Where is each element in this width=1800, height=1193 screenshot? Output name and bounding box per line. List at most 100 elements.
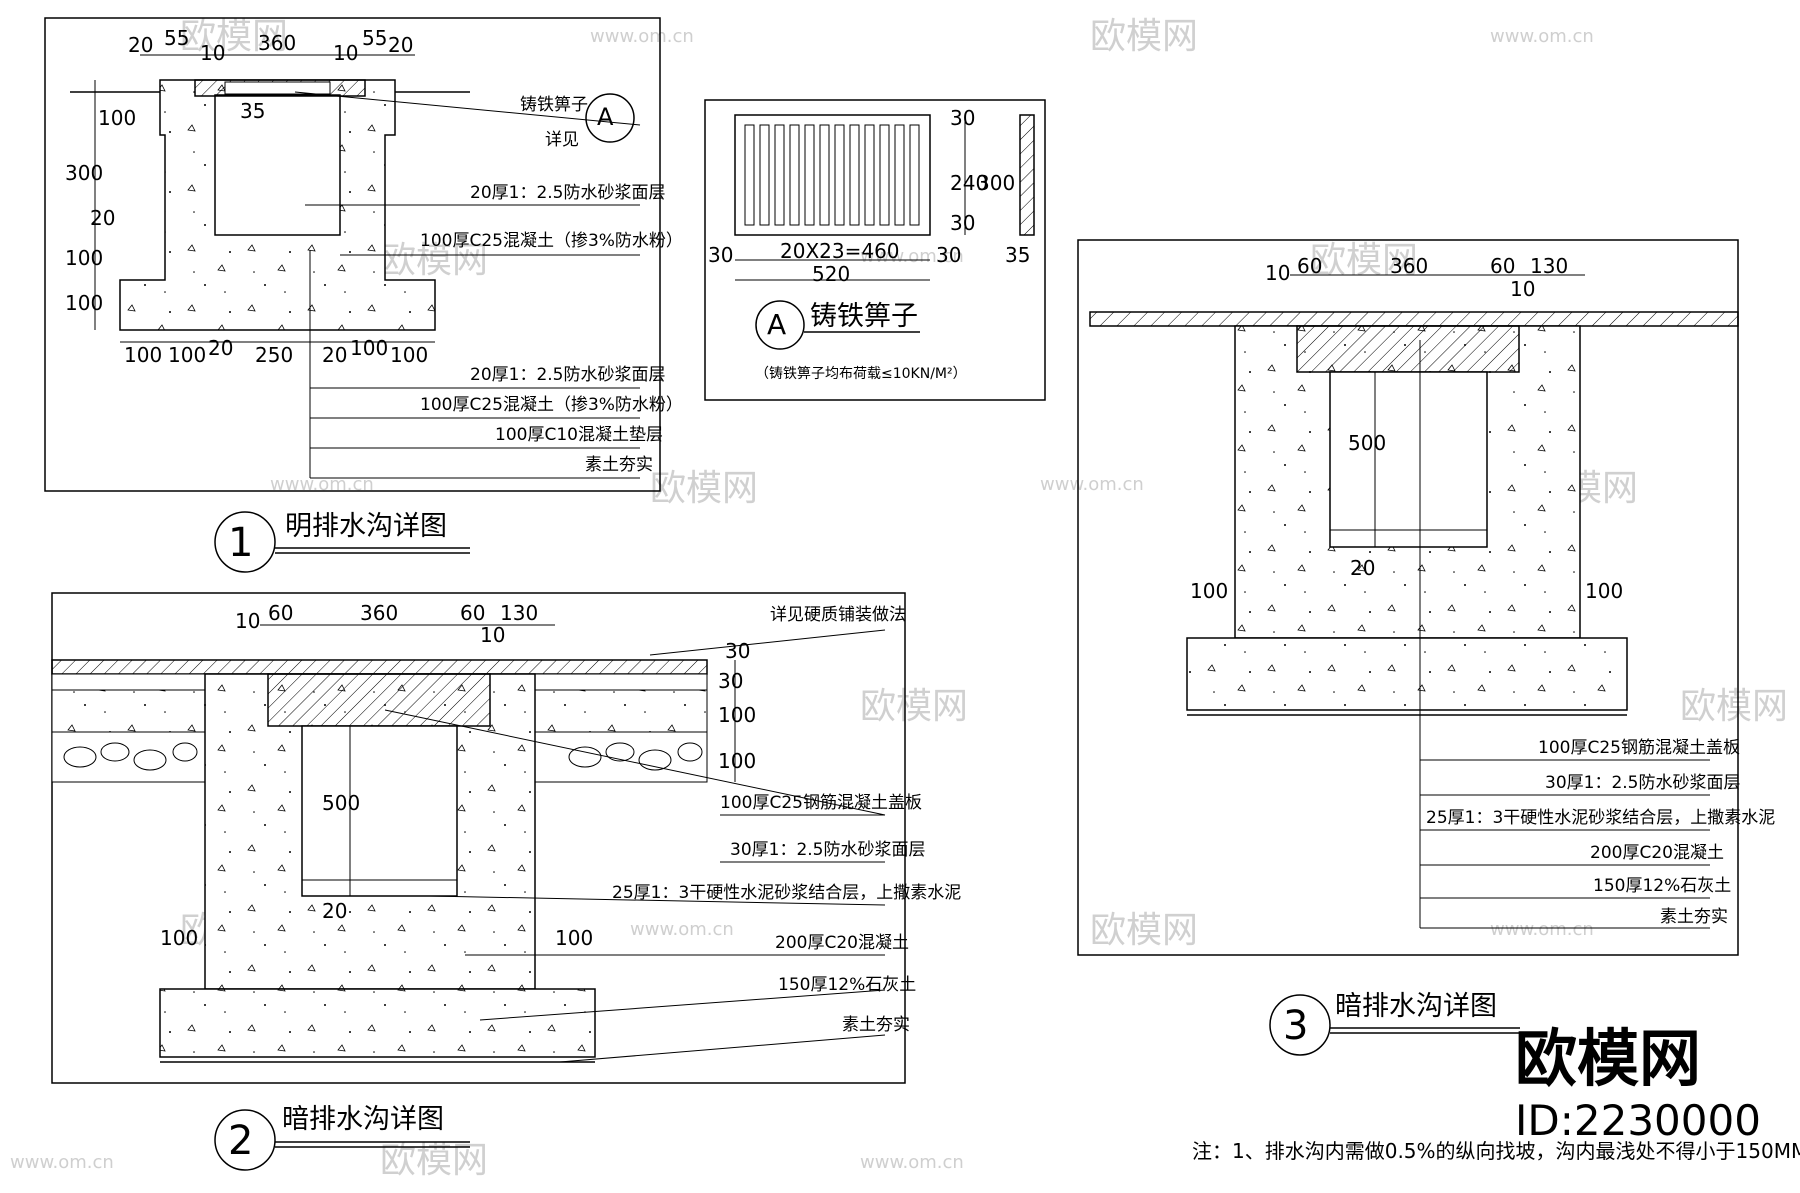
dim-label: 30: [950, 211, 975, 235]
dim-label: 250: [255, 343, 293, 367]
dim-label: 100: [65, 291, 103, 315]
layer-label: 100厚C25混凝土（掺3%防水粉）: [420, 395, 683, 415]
dim-label: 300: [977, 171, 1015, 195]
watermark-brand: 欧模网: [860, 686, 968, 727]
dim-label: 55: [164, 26, 189, 50]
watermark-url: www.om.cn: [270, 474, 374, 495]
detail-2-frame: [51, 592, 906, 1084]
grate-callout: 铸铁箅子: [520, 95, 588, 115]
dim-label: 60: [268, 601, 293, 625]
watermark-brand: 欧模网: [1090, 16, 1198, 57]
dim-label: 10: [1510, 277, 1535, 301]
footing: [159, 988, 596, 1058]
detail-a-grate: 30 20X23=460 30 520 30 240 30 300 35 A 铸…: [704, 99, 1046, 401]
layer-label: 20厚1：2.5防水砂浆面层: [470, 183, 665, 203]
detail-title: 暗排水沟详图: [1335, 991, 1497, 1022]
detail-number-bubble: [1269, 994, 1331, 1056]
watermark-url: www.om.cn: [10, 1152, 114, 1173]
dim-label: 20: [1350, 556, 1375, 580]
dim-label: 100: [124, 343, 162, 367]
channel-void: [301, 725, 458, 897]
detail-1-frame: [44, 17, 661, 492]
watermark-brand: 欧模网: [380, 240, 488, 281]
channel-void: [1329, 371, 1488, 548]
dim-label: 100: [718, 749, 756, 773]
layer-label: 素土夯实: [1660, 907, 1728, 927]
layer-label: 25厚1：3干硬性水泥砂浆结合层，上撒素水泥: [1426, 808, 1775, 828]
watermark-url: www.om.cn: [1040, 474, 1144, 495]
detail-3-covered-drain: 10 60 360 60 130 10 500 20 100 100 100厚C…: [1077, 239, 1775, 1056]
detail-2-covered-drain: 10 60 360 60 130 10 30 30 100 100 500 20…: [51, 592, 961, 1171]
layer-label: 30厚1：2.5防水砂浆面层: [730, 840, 925, 860]
detail-number-bubble: [214, 511, 276, 573]
dim-label: 10: [480, 623, 505, 647]
watermark-brand: 欧模网: [650, 468, 758, 509]
detail-3-frame: [1077, 239, 1739, 956]
general-note: 注：1、排水沟内需做0.5%的纵向找坡，沟内最浅处不得小于150MM。: [1192, 1139, 1800, 1163]
cover-slab: [1296, 325, 1520, 373]
dim-label: 30: [708, 243, 733, 267]
dim-label: 100: [390, 343, 428, 367]
cover-slab: [267, 673, 491, 727]
paving-note: 详见硬质铺装做法: [770, 605, 906, 625]
ref-letter: A: [597, 103, 614, 131]
layer-label: 100厚C25钢筋混凝土盖板: [720, 793, 922, 813]
watermark-url: www.om.cn: [1490, 919, 1594, 940]
dim-label: 100: [350, 336, 388, 360]
dim-label: 360: [1390, 254, 1428, 278]
watermark-url: www.om.cn: [630, 919, 734, 940]
watermark-layer: www.om.cn 欧模网 欧模网 www.om.cn www.om.cn 欧模…: [10, 16, 1788, 1181]
channel-void: [214, 94, 341, 236]
layer-label: 100厚C25钢筋混凝土盖板: [1538, 738, 1740, 758]
grate: [224, 81, 331, 95]
dim-label: 20: [128, 33, 153, 57]
dim-label: 130: [1530, 254, 1568, 278]
ref-bubble-a: [755, 300, 805, 350]
brand-watermark: 欧模网: [1515, 1022, 1701, 1095]
watermark-url: www.om.cn: [860, 1152, 964, 1173]
footing: [1186, 637, 1628, 711]
dim-label: 20: [322, 343, 347, 367]
dim-label: 30: [725, 639, 750, 663]
dim-label: 10: [235, 609, 260, 633]
detail-title: 暗排水沟详图: [282, 1104, 444, 1135]
watermark-brand: 欧模网: [380, 1140, 488, 1181]
detail-1-open-drain: 20 55 10 360 10 55 20 300 100 35 20 100 …: [44, 17, 683, 573]
dim-label: 100: [65, 246, 103, 270]
detail-number: 3: [1283, 1003, 1308, 1049]
load-note: （铸铁箅子均布荷载≤10KN/M²）: [755, 366, 967, 382]
detail-title: 明排水沟详图: [285, 511, 447, 542]
layer-label: 150厚12%石灰土: [1593, 876, 1731, 896]
dim-label: 100: [1190, 579, 1228, 603]
layer-label: 25厚1：3干硬性水泥砂浆结合层，上撒素水泥: [612, 883, 961, 903]
dim-label: 520: [812, 262, 850, 286]
dim-label: 500: [1348, 431, 1386, 455]
dim-label: 60: [460, 601, 485, 625]
dim-label: 30: [950, 106, 975, 130]
detail-number: 1: [228, 520, 253, 566]
ref-letter: A: [767, 308, 786, 341]
dim-label: 20X23=460: [780, 239, 900, 263]
dim-label: 360: [360, 601, 398, 625]
dim-label: 35: [1005, 243, 1030, 267]
dim-label: 10: [333, 41, 358, 65]
ground-line: [1089, 311, 1739, 327]
layer-label: 30厚1：2.5防水砂浆面层: [1545, 773, 1740, 793]
dim-label: 60: [1490, 254, 1515, 278]
dim-label: 100: [168, 343, 206, 367]
dim-label: 20: [90, 206, 115, 230]
dim-label: 100: [160, 926, 198, 950]
dim-label: 30: [936, 243, 961, 267]
dim-label: 100: [1585, 579, 1623, 603]
dim-label: 30: [718, 669, 743, 693]
layer-label: 20厚1：2.5防水砂浆面层: [470, 365, 665, 385]
detail-title: 铸铁箅子: [810, 301, 918, 332]
watermark-brand: 欧模网: [180, 16, 288, 57]
dim-label: 100: [555, 926, 593, 950]
detail-a-frame: [704, 99, 1046, 401]
watermark-brand: 欧模网: [1680, 686, 1788, 727]
grate-slots: [744, 124, 920, 226]
dim-label: 360: [258, 31, 296, 55]
id-watermark: ID:2230000: [1515, 1096, 1761, 1145]
